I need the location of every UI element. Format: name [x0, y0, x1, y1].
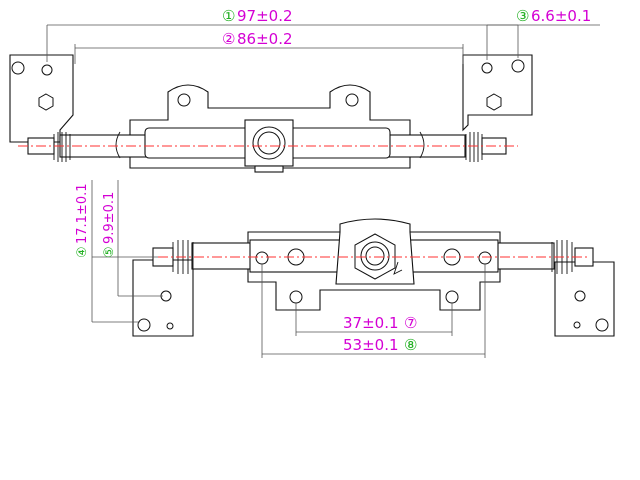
- dimension-5-number: ⑤: [102, 246, 117, 258]
- dimension-3-label: ③ 6.6±0.1: [516, 7, 591, 25]
- dimension-2-value: 86±0.2: [237, 30, 293, 48]
- bottom-dimension-lines: [261, 264, 486, 358]
- dimension-1-label: ① 97±0.2: [222, 7, 293, 25]
- dimension-3-value: 6.6±0.1: [531, 7, 591, 25]
- dimension-8-number: ⑧: [404, 336, 417, 354]
- top-left-bracket-hole-2: [11, 61, 25, 75]
- top-ear-hole-left: [177, 93, 191, 107]
- dimension-2-label: ② 86±0.2: [222, 30, 293, 48]
- top-right-bracket-hex: [486, 93, 502, 111]
- bottom-right-bracket-hole: [574, 290, 586, 302]
- bottom-left-bracket-hole-2: [137, 318, 151, 332]
- top-ear-hole-right: [345, 93, 359, 107]
- bottom-right-bracket-hole-3: [573, 321, 581, 329]
- top-left-bracket-hole: [41, 64, 53, 76]
- bottom-sleeve-hole-4: [478, 251, 492, 265]
- bottom-center-bore: [365, 246, 385, 266]
- top-center-tab: [254, 165, 284, 173]
- top-right-bracket: [462, 54, 533, 132]
- top-center-bore: [257, 131, 281, 155]
- dimension-2-number: ②: [222, 30, 235, 48]
- dimension-4-value: 17.1±0.1: [75, 183, 90, 244]
- vertical-dimension-lines: [91, 180, 163, 323]
- dimension-4-label: ④ 17.1±0.1: [75, 183, 90, 258]
- bottom-ear-hole-left: [289, 290, 303, 304]
- top-right-bracket-hole-2: [511, 59, 525, 73]
- top-view: [9, 54, 533, 173]
- dimension-7-number: ⑦: [404, 314, 417, 332]
- bottom-sleeve-hole-1: [255, 251, 269, 265]
- dimension-7-value: 37±0.1: [343, 314, 399, 332]
- dimension-7-label: 37±0.1 ⑦: [343, 314, 417, 332]
- dimension-5-value: 9.9±0.1: [102, 192, 117, 244]
- bottom-ear-hole-right: [445, 290, 459, 304]
- top-left-bracket-hex: [38, 93, 54, 111]
- dimension-4-number: ④: [75, 246, 90, 258]
- top-right-spring: [465, 132, 507, 162]
- dimension-5-label: ⑤ 9.9±0.1: [102, 192, 117, 258]
- bottom-left-bracket-hole-3: [166, 322, 174, 330]
- dimension-1-number: ①: [222, 7, 235, 25]
- bottom-view: [132, 218, 615, 337]
- top-dimension-lines: [46, 24, 600, 64]
- dimension-8-label: 53±0.1 ⑧: [343, 336, 417, 354]
- dimension-1-value: 97±0.2: [237, 7, 293, 25]
- bottom-right-bracket-hole-2: [595, 318, 609, 332]
- dimension-8-value: 53±0.1: [343, 336, 399, 354]
- top-right-bracket-hole: [481, 62, 493, 74]
- dimension-3-number: ③: [516, 7, 529, 25]
